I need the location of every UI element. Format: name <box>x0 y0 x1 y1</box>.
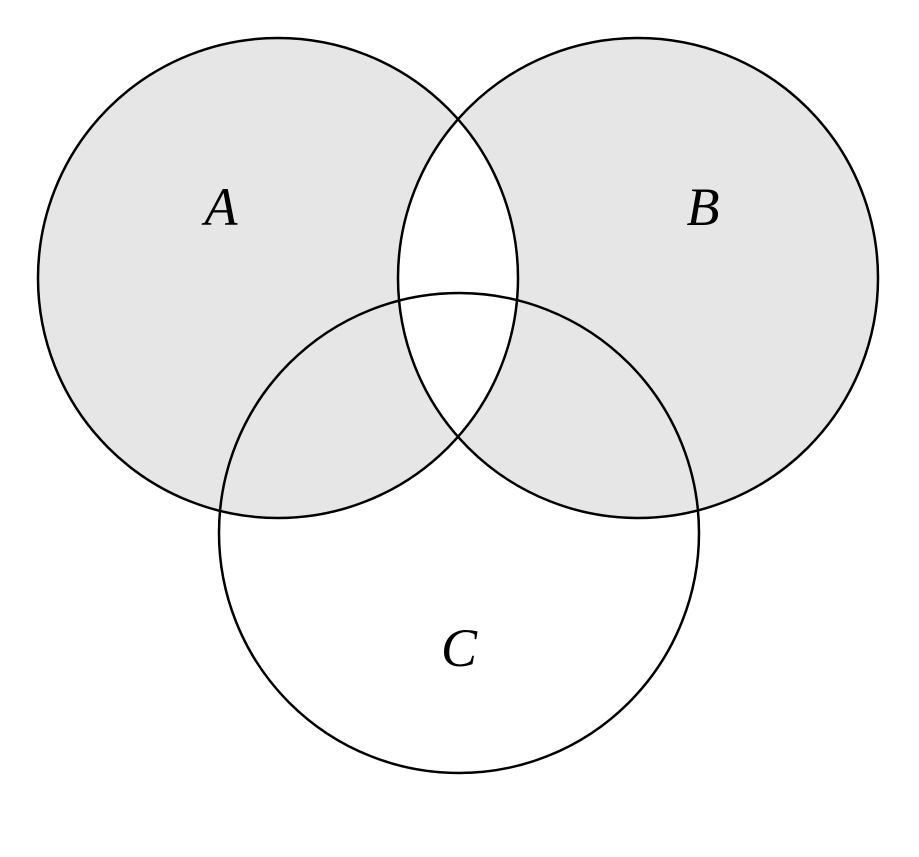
set-outlines <box>36 36 880 775</box>
set-circle-b[interactable] <box>396 36 880 520</box>
set-label-b: B <box>687 177 720 237</box>
set-label-c: C <box>441 618 478 678</box>
set-circle-c[interactable] <box>217 291 701 775</box>
set-labels: A B C <box>202 177 720 678</box>
set-label-a: A <box>202 177 239 237</box>
set-circle-a[interactable] <box>36 36 520 520</box>
